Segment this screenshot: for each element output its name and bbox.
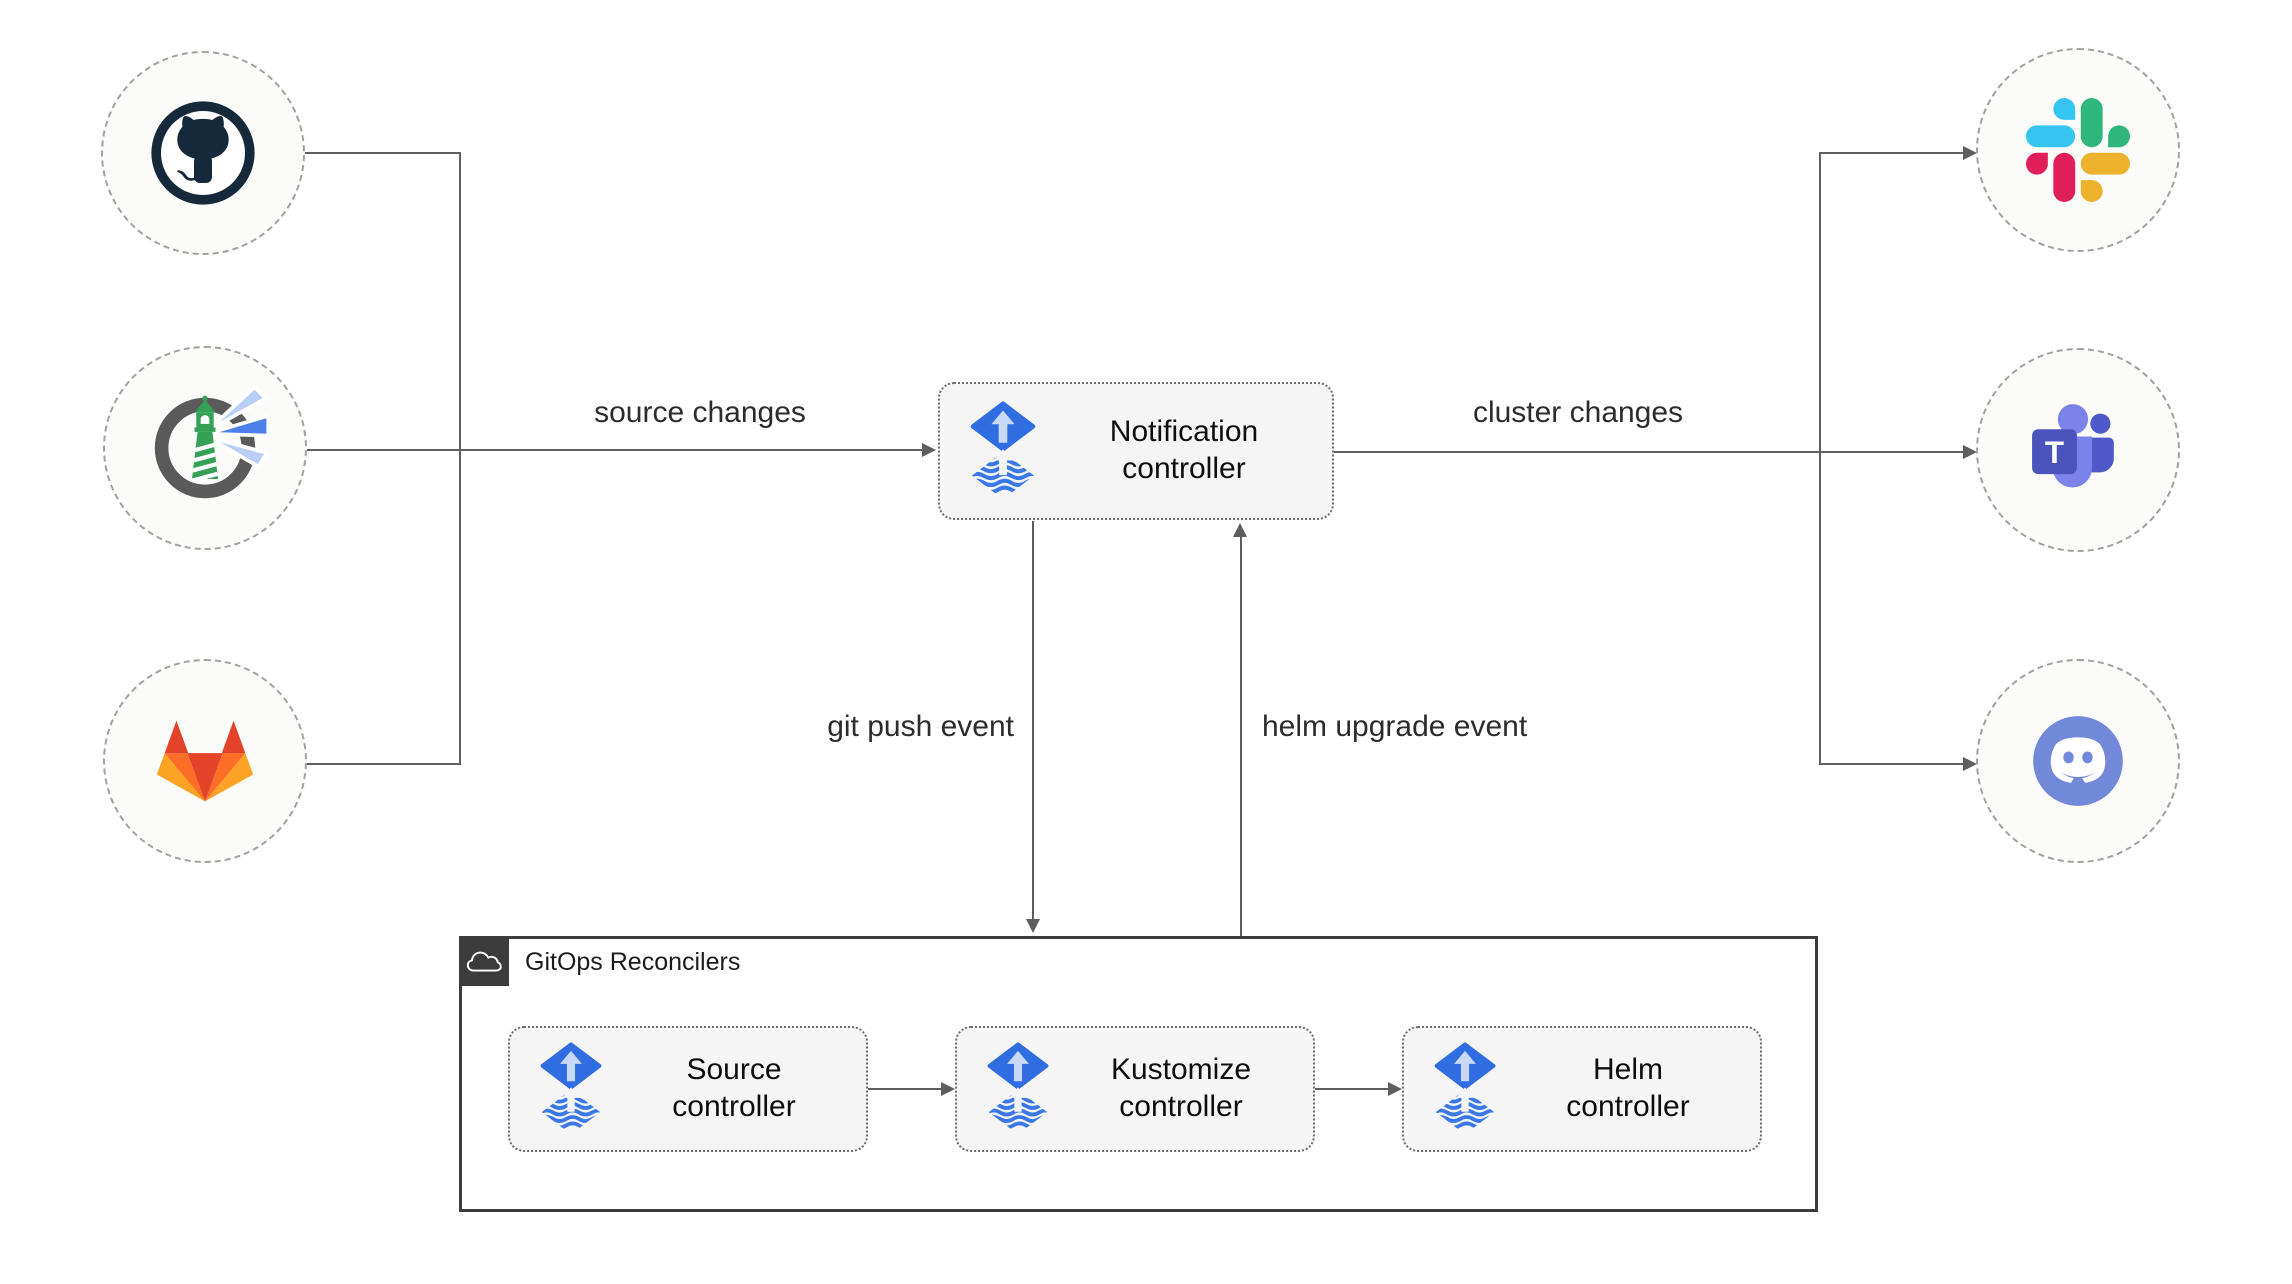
- gitops-group-corner: [459, 936, 509, 986]
- source-changes-arrow: [307, 449, 923, 451]
- slack-connector-line: [1820, 152, 1964, 154]
- notification-controller-label: Notification controller: [1109, 415, 1259, 485]
- discord-icon: [2033, 716, 2123, 806]
- git-push-arrowhead: [1026, 919, 1040, 933]
- kustomize-controller-node: Kustomize controller: [955, 1026, 1315, 1152]
- discord-node: [1976, 659, 2180, 863]
- helm-controller-label: Helm controller: [1566, 1053, 1690, 1123]
- slack-node: [1976, 48, 2180, 252]
- github-node: [101, 51, 305, 255]
- source-to-kustomize-arrowhead: [941, 1082, 955, 1096]
- flux-icon: [540, 1042, 602, 1136]
- teams-icon: T: [2032, 404, 2114, 488]
- left-branch-vertical-line: [459, 152, 461, 765]
- slack-icon: [2026, 98, 2130, 202]
- gitlab-connector-line: [305, 763, 461, 765]
- kustomize-controller-label: Kustomize controller: [1110, 1053, 1252, 1123]
- cloud-icon: [466, 951, 502, 972]
- flux-icon: [1434, 1042, 1496, 1136]
- discord-arrowhead: [1963, 757, 1977, 771]
- harbor-node: [103, 346, 307, 550]
- source-changes-arrowhead: [922, 443, 936, 457]
- git-push-label: git push event: [827, 710, 1014, 743]
- cluster-changes-arrow: [1334, 451, 1964, 453]
- helm-controller-node: Helm controller: [1402, 1026, 1762, 1152]
- right-branch-vertical-line: [1819, 152, 1821, 765]
- source-changes-label: source changes: [594, 396, 806, 429]
- slack-arrowhead: [1963, 146, 1977, 160]
- helm-upgrade-arrowhead: [1233, 523, 1247, 537]
- gitlab-icon: [156, 720, 254, 802]
- teams-letter: T: [2045, 435, 2064, 470]
- gitlab-node: [103, 659, 307, 863]
- discord-connector-line: [1820, 763, 1964, 765]
- teams-arrowhead: [1963, 445, 1977, 459]
- kustomize-to-helm-arrowhead: [1388, 1082, 1402, 1096]
- source-controller-node: Source controller: [508, 1026, 868, 1152]
- github-icon: [151, 101, 255, 205]
- helm-upgrade-label: helm upgrade event: [1262, 710, 1528, 743]
- gitops-group-label: GitOps Reconcilers: [525, 948, 741, 976]
- github-connector-line: [305, 152, 461, 154]
- helm-upgrade-arrow: [1240, 537, 1242, 937]
- flux-icon: [987, 1042, 1049, 1136]
- source-to-kustomize-arrow: [868, 1088, 942, 1090]
- kustomize-to-helm-arrow: [1315, 1088, 1389, 1090]
- notification-controller-node: Notification controller: [938, 382, 1334, 520]
- teams-node: T: [1976, 348, 2180, 552]
- flux-icon: [970, 401, 1036, 501]
- source-controller-label: Source controller: [672, 1053, 796, 1123]
- cluster-changes-label: cluster changes: [1472, 396, 1684, 429]
- git-push-arrow: [1032, 521, 1034, 920]
- gitops-reconcilers-group: [459, 936, 1818, 1212]
- harbor-icon: [154, 386, 267, 499]
